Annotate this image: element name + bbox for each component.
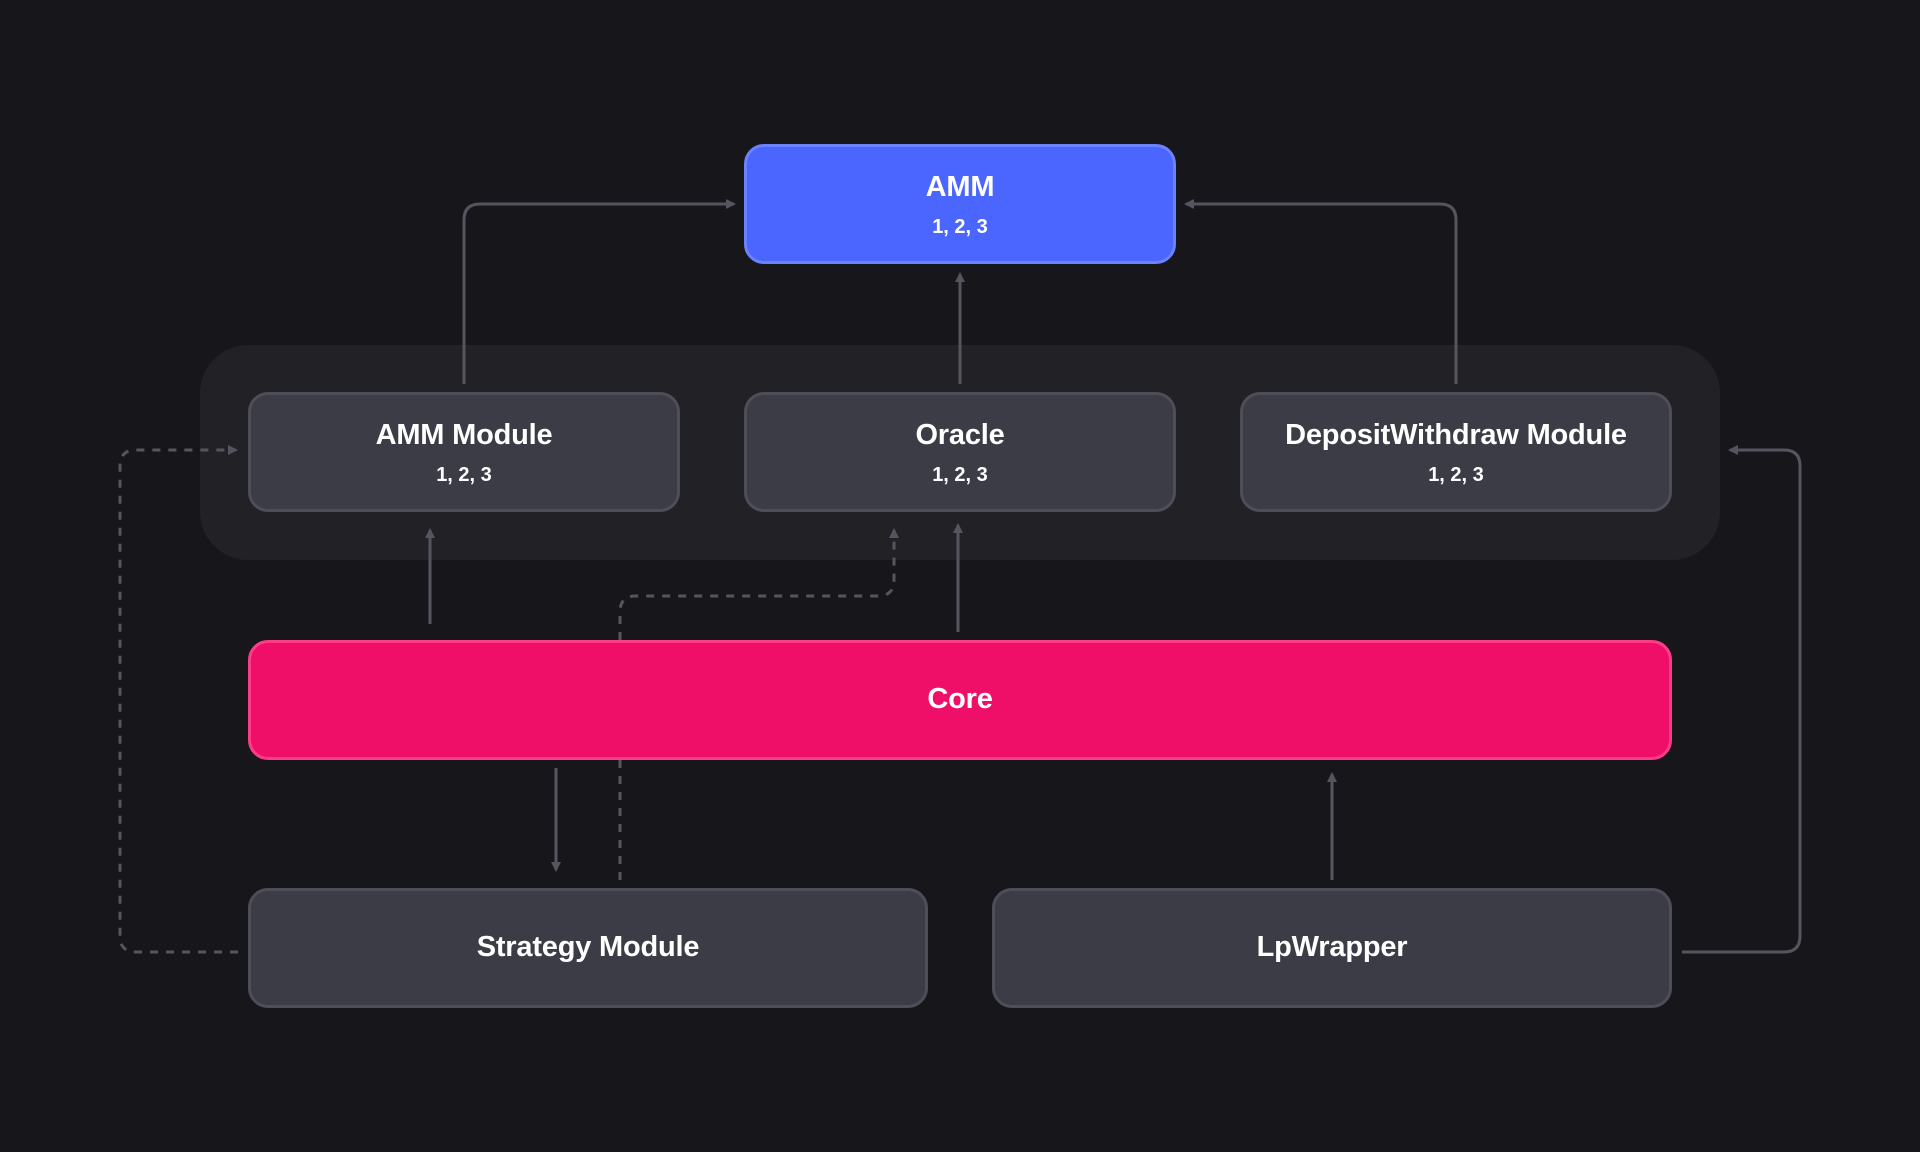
oracle-versions: 1, 2, 3 — [932, 463, 988, 486]
lp-wrapper-title: LpWrapper — [1256, 931, 1408, 964]
oracle-node: Oracle 1, 2, 3 — [744, 392, 1176, 512]
deposit-withdraw-module-title: DepositWithdraw Module — [1285, 419, 1627, 452]
strategy-module-title: Strategy Module — [476, 931, 700, 964]
edge-deposit-withdraw-to-amm — [1184, 199, 1458, 384]
core-title: Core — [927, 683, 993, 716]
amm-module-title: AMM Module — [375, 419, 553, 452]
edge-strategy-to-amm-module-dashed — [118, 445, 238, 954]
deposit-withdraw-module-node: DepositWithdraw Module 1, 2, 3 — [1240, 392, 1672, 512]
lp-wrapper-node: LpWrapper — [992, 888, 1672, 1008]
amm-module-versions: 1, 2, 3 — [436, 463, 492, 486]
amm-title: AMM — [925, 171, 995, 204]
amm-node: AMM 1, 2, 3 — [744, 144, 1176, 264]
deposit-withdraw-module-versions: 1, 2, 3 — [1428, 463, 1484, 486]
amm-versions: 1, 2, 3 — [932, 215, 988, 238]
strategy-module-node: Strategy Module — [248, 888, 928, 1008]
oracle-title: Oracle — [915, 419, 1005, 452]
amm-module-node: AMM Module 1, 2, 3 — [248, 392, 680, 512]
edge-lpwrapper-to-deposit-withdraw — [1682, 445, 1802, 954]
core-node: Core — [248, 640, 1672, 760]
edge-amm-module-to-amm — [462, 199, 736, 384]
edge-strategy-to-oracle-dashed — [618, 528, 899, 880]
